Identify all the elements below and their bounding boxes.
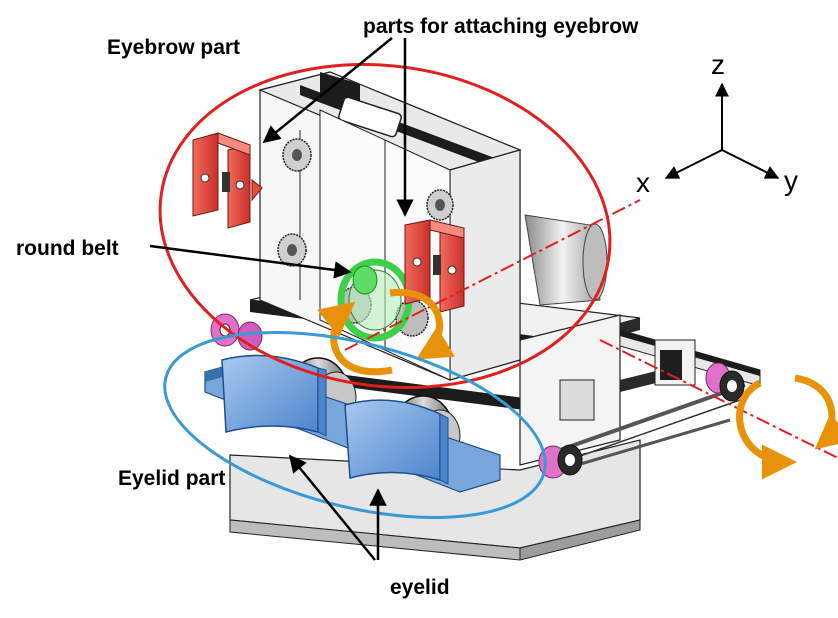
eyebrow-block-right — [404, 219, 465, 313]
axis-triad-icon — [664, 82, 780, 179]
axis-label-z: z — [711, 49, 725, 80]
gear-upper-left — [282, 138, 312, 172]
eyelid-shell-left — [221, 354, 319, 433]
leader-arrow-eyelid-left — [288, 454, 376, 561]
rotation-arrow-icon — [317, 288, 456, 376]
leader-arrow-round-belt — [149, 244, 352, 279]
eyelid-rotation-axis — [599, 339, 838, 459]
eyelid-region-ellipse — [163, 331, 547, 519]
pulley-pink-right — [705, 362, 745, 402]
label-round-belt: round belt — [16, 237, 119, 260]
gear-upper-right — [426, 189, 454, 221]
axis-label-x: x — [636, 167, 650, 198]
leader-arrow-eyebrow-left — [262, 37, 393, 144]
rotation-arrow-icon — [736, 374, 838, 480]
round-belt — [337, 258, 413, 342]
eyelid-shell-right — [344, 399, 441, 482]
label-parts-for-attaching-eyebrow: parts for attaching eyebrow — [363, 15, 639, 38]
eyebrow-block-left — [192, 132, 263, 229]
label-eyelid-part: Eyelid part — [118, 467, 225, 490]
mechanism-illustration — [192, 71, 838, 561]
eyebrow-region-ellipse — [158, 62, 612, 390]
axis-label-y: y — [784, 165, 798, 196]
motor — [524, 214, 608, 306]
label-eyelid: eyelid — [390, 576, 450, 599]
gear-middle-left — [277, 233, 307, 267]
eyebrow-rotation-axis — [344, 199, 641, 351]
pulley-pink-bottom — [538, 444, 583, 479]
label-eyebrow-part: Eyebrow part — [107, 36, 240, 59]
